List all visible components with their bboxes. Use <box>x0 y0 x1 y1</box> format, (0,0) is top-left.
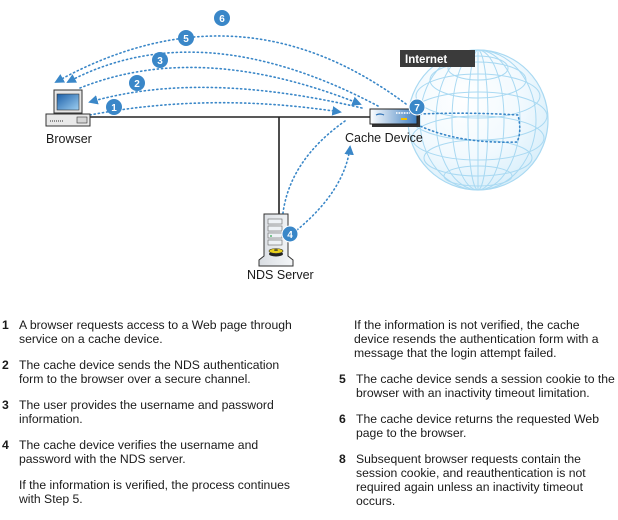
step-number: 6 <box>339 412 346 426</box>
badge-step-1: 1 <box>106 99 122 115</box>
steps-right-column: If the information is not verified, the … <box>337 318 618 520</box>
arrow-step-5 <box>66 51 379 107</box>
step-4-verified-note: If the information is verified, the proc… <box>19 478 290 506</box>
svg-text:5: 5 <box>183 34 189 45</box>
step-item: 5 The cache device sends a session cooki… <box>337 372 618 400</box>
network-cables <box>88 116 372 215</box>
step-item: 6 The cache device returns the requested… <box>337 412 618 440</box>
svg-text:6: 6 <box>219 14 225 25</box>
step-text: The cache device sends the NDS authentic… <box>19 358 280 386</box>
step-item: 1 A browser requests access to a Web pag… <box>0 318 300 346</box>
arrow-step-2 <box>88 86 363 109</box>
svg-text:7: 7 <box>414 103 420 114</box>
step-text: The cache device returns the requested W… <box>356 412 599 440</box>
arrow-step-4-response <box>296 145 354 231</box>
steps-left-column: 1 A browser requests access to a Web pag… <box>0 318 300 518</box>
badge-step-6: 6 <box>214 10 230 26</box>
internet-label: Internet <box>400 50 475 67</box>
step-number: 2 <box>2 358 9 372</box>
internet-label-text: Internet <box>405 54 447 66</box>
flow-arrows <box>54 35 521 231</box>
step-item: 8 Subsequent browser requests contain th… <box>337 452 618 508</box>
internet-globe <box>407 49 549 191</box>
svg-text:4: 4 <box>287 230 293 241</box>
step-text: Subsequent browser requests contain the … <box>356 452 586 508</box>
nds-server-label: NDS Server <box>247 268 314 280</box>
badge-step-3: 3 <box>152 52 168 68</box>
cache-device-icon <box>369 108 420 127</box>
arrow-step-3 <box>79 66 362 106</box>
arrow-step-1 <box>89 101 342 116</box>
badge-step-7: 7 <box>408 98 426 116</box>
badge-step-5: 5 <box>178 30 194 46</box>
svg-text:2: 2 <box>134 79 140 90</box>
svg-text:1: 1 <box>111 103 117 114</box>
step-text: The cache device sends a session cookie … <box>356 372 615 400</box>
step-text: The cache device verifies the username a… <box>19 438 259 466</box>
step-number: 5 <box>339 372 346 386</box>
badge-step-2: 2 <box>129 75 145 91</box>
step-item: 4 The cache device verifies the username… <box>0 438 300 466</box>
step-number: 3 <box>2 398 9 412</box>
step-item: 3 The user provides the username and pas… <box>0 398 300 426</box>
step-badges: 1 2 3 4 5 6 7 <box>106 10 426 243</box>
step-number: 1 <box>2 318 9 332</box>
arrow-step-7 <box>419 112 521 143</box>
svg-text:3: 3 <box>157 56 163 67</box>
arrow-step-4-request <box>282 120 346 214</box>
cache-device-label: Cache Device <box>345 131 423 145</box>
badge-step-4: 4 <box>281 225 299 243</box>
browser-label: Browser <box>46 132 92 146</box>
browser-computer-icon <box>45 89 91 127</box>
step-text: The user provides the username and passw… <box>19 398 274 426</box>
arrow-step-6 <box>54 35 407 105</box>
step-item: 2 The cache device sends the NDS authent… <box>0 358 300 386</box>
step-4-not-verified-note: If the information is not verified, the … <box>354 318 599 360</box>
step-number: 8 <box>339 452 346 466</box>
step-number: 4 <box>2 438 9 452</box>
authentication-flow-diagram: Internet Browser Cache Device <box>45 10 549 280</box>
step-text: A browser requests access to a Web page … <box>19 318 292 346</box>
